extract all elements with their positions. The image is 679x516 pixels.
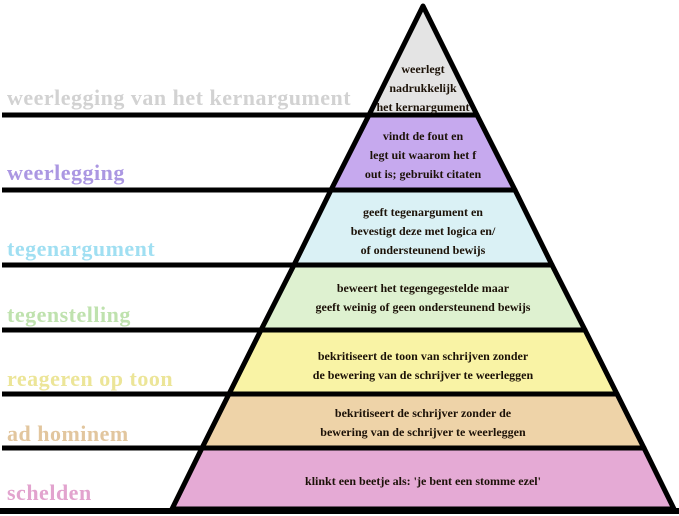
- level-text-line: bewering van de schrijver te weerleggen: [320, 425, 526, 439]
- level-text-tegenstelling: beweert het tegengegestelde maar geeft w…: [316, 281, 531, 314]
- side-label-weerlegging: weerlegging: [7, 160, 125, 185]
- level-text-line: beweert het tegengegestelde maar: [337, 281, 510, 295]
- level-text-weerlegging: vindt de fout en legt uit waarom het f o…: [365, 129, 482, 181]
- level-text-line: het kernargument: [377, 100, 470, 114]
- level-text-line: of ondersteunend bewijs: [361, 243, 486, 257]
- side-label-tegenstelling: tegenstelling: [7, 302, 131, 327]
- level-section-weerlegging-kernargument: [366, 3, 480, 118]
- level-text-reageren-op-toon: bekritiseert de toon van schrijven zonde…: [313, 349, 534, 382]
- level-text-line: vindt de fout en: [383, 129, 464, 143]
- level-text-line: bevestigt deze met logica en/: [351, 224, 496, 238]
- level-text-line: bekritiseert de schrijver zonder de: [335, 406, 512, 420]
- level-text-weerlegging-kernargument: weerlegt nadrukkelijk het kernargument: [377, 62, 470, 114]
- side-label-schelden: schelden: [7, 480, 92, 505]
- side-label-weerlegging-kernargument: weerlegging van het kernargument: [7, 85, 351, 110]
- level-text-line: bekritiseert de toon van schrijven zonde…: [318, 349, 529, 363]
- level-text-line: geeft weinig of geen ondersteunend bewij…: [316, 300, 531, 314]
- level-text-line: klinkt een beetje als: 'je bent een stom…: [305, 474, 541, 488]
- level-text-line: nadrukkelijk: [389, 81, 457, 95]
- level-text-schelden: klinkt een beetje als: 'je bent een stom…: [305, 474, 541, 488]
- level-text-line: geeft tegenargument en: [363, 205, 483, 219]
- level-text-line: de bewering van de schrijver te weerlegg…: [313, 368, 534, 382]
- level-section-tegenstelling: [258, 262, 588, 333]
- level-text-tegenargument: geeft tegenargument en bevestigt deze me…: [351, 205, 496, 257]
- level-text-line: weerlegt: [401, 62, 444, 76]
- level-text-line: legt uit waarom het f: [370, 148, 477, 162]
- side-label-tegenargument: tegenargument: [7, 236, 155, 261]
- side-label-ad-hominem: ad hominem: [7, 421, 129, 446]
- side-label-reageren-op-toon: reageren op toon: [7, 366, 173, 391]
- level-text-line: out is; gebruikt citaten: [365, 167, 482, 181]
- level-section-ad-hominem: [199, 391, 647, 451]
- level-text-ad-hominem: bekritiseert de schrijver zonder de bewe…: [320, 406, 526, 439]
